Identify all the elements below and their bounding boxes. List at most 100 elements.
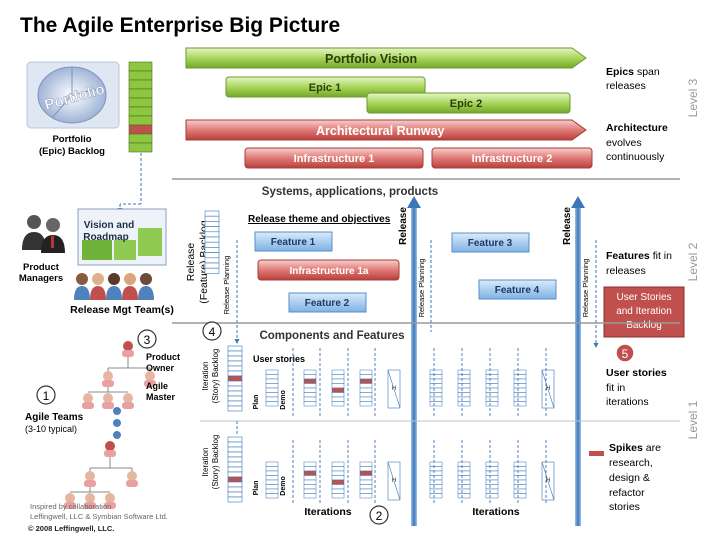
stack-cell	[204, 236, 220, 243]
hardening-diagonal	[387, 461, 401, 501]
sprint-cell	[359, 378, 373, 384]
sprint-cell	[457, 392, 471, 398]
sprint-cell	[265, 369, 279, 375]
sprint-cell	[265, 479, 279, 485]
stack-cell	[227, 461, 243, 468]
level-3-label: Level 3	[686, 78, 700, 117]
team-member-head	[145, 371, 155, 381]
release-backlog-label-1: Release	[185, 243, 197, 282]
sprint-cell	[513, 392, 527, 398]
feature-4-box: Feature 4	[478, 279, 557, 300]
sprint-cell	[359, 387, 373, 393]
user-stories-note: User stories fit in iterations	[606, 367, 667, 408]
sprint-cell	[457, 479, 471, 485]
stack-cell	[227, 390, 243, 397]
release-mgt-team-label: Release Mgt Team(s)	[70, 304, 174, 316]
sprint-cell	[429, 479, 443, 485]
sprint-cell	[513, 484, 527, 490]
stack-cell	[204, 241, 220, 248]
sprint-cell	[513, 387, 527, 393]
sprint-cell	[331, 401, 345, 407]
sprint-cell	[265, 470, 279, 476]
sprint-cell	[429, 466, 443, 472]
sprint-cell	[485, 387, 499, 393]
feature-3-box: Feature 3	[451, 232, 530, 253]
release-line-1: Release	[398, 196, 421, 526]
sprint-cell	[331, 392, 345, 398]
svg-text:Spikes are: Spikes are	[609, 442, 661, 454]
sprint-cell	[331, 374, 345, 380]
sprint-cell	[429, 396, 443, 402]
team-member-head	[123, 393, 133, 403]
vision-roadmap-document: Vision and Roadmap	[77, 208, 167, 266]
sprint-cell	[513, 461, 527, 467]
sprint-cell	[265, 461, 279, 467]
sprint-cell	[485, 470, 499, 476]
sprint-cell	[429, 369, 443, 375]
stack-cell	[204, 252, 220, 259]
stack-cell	[227, 400, 243, 407]
sprint-cell	[457, 488, 471, 494]
sprint-cell	[485, 383, 499, 389]
epic-1-label: Epic 1	[309, 82, 341, 94]
agile-team-bottom	[64, 441, 138, 509]
sprint-cell	[303, 475, 317, 481]
team-member-body	[122, 286, 138, 300]
page-title: The Agile Enterprise Big Picture	[20, 14, 340, 37]
sprint-cell	[513, 374, 527, 380]
feature-2-label: Feature 2	[305, 298, 350, 309]
sprint-cell	[359, 484, 373, 490]
team-member-body	[74, 286, 90, 300]
portfolio-vision-arrow: Portfolio Vision	[185, 47, 587, 69]
user-stories-label: User stories	[253, 354, 305, 364]
hardening-label: H	[546, 386, 550, 392]
product-managers-icon	[22, 215, 65, 253]
stack-cell	[204, 215, 220, 222]
footer-line-1: Inspired by collaboration	[30, 502, 111, 511]
sprint-cell	[331, 378, 345, 384]
sprint-cell	[359, 479, 373, 485]
sprint-cell	[303, 396, 317, 402]
sprint-cell	[303, 493, 317, 499]
hardening-diagonal	[541, 369, 555, 409]
team-member-body	[84, 480, 96, 487]
sprint-cell	[429, 387, 443, 393]
svg-text:3: 3	[144, 333, 151, 347]
spikes-note: Spikes are research, design & refactor s…	[589, 442, 661, 513]
sprint-cell	[303, 387, 317, 393]
team-member-head	[103, 371, 113, 381]
team-member-body	[138, 286, 154, 300]
release-line-2: Release	[562, 196, 585, 526]
sprint-cell	[303, 466, 317, 472]
team-member-body	[64, 502, 76, 509]
stack-cell	[128, 142, 153, 153]
sprint-cell	[429, 484, 443, 490]
sprint-cell	[303, 383, 317, 389]
svg-text:Architecture: Architecture	[606, 122, 668, 134]
plan-label-1: Plan	[253, 395, 260, 410]
sprint-cell	[485, 392, 499, 398]
sprint-cell	[457, 484, 471, 490]
svg-text:iterations: iterations	[606, 396, 649, 408]
sprint-cell	[265, 475, 279, 481]
team-member-body	[126, 480, 138, 487]
sprint-cell	[457, 383, 471, 389]
svg-text:Features fit in: Features fit in	[606, 250, 672, 262]
sprint-cell	[331, 396, 345, 402]
sprint-cell	[303, 479, 317, 485]
team-member-body	[84, 502, 96, 509]
portfolio-backlog-label-1: Portfolio	[52, 134, 91, 145]
architectural-runway-label: Architectural Runway	[316, 124, 445, 138]
callout-line-2: and Iteration	[616, 306, 672, 317]
sprint-cell	[485, 488, 499, 494]
marker-2: 2	[369, 505, 389, 525]
sprint-cell	[359, 493, 373, 499]
sprint-cell	[457, 369, 471, 375]
release-1-label: Release	[398, 207, 409, 245]
sprint-cell	[331, 387, 345, 393]
sprint-cell	[265, 484, 279, 490]
svg-text:evolves: evolves	[606, 137, 642, 149]
demo-label-1: Demo	[280, 390, 287, 409]
